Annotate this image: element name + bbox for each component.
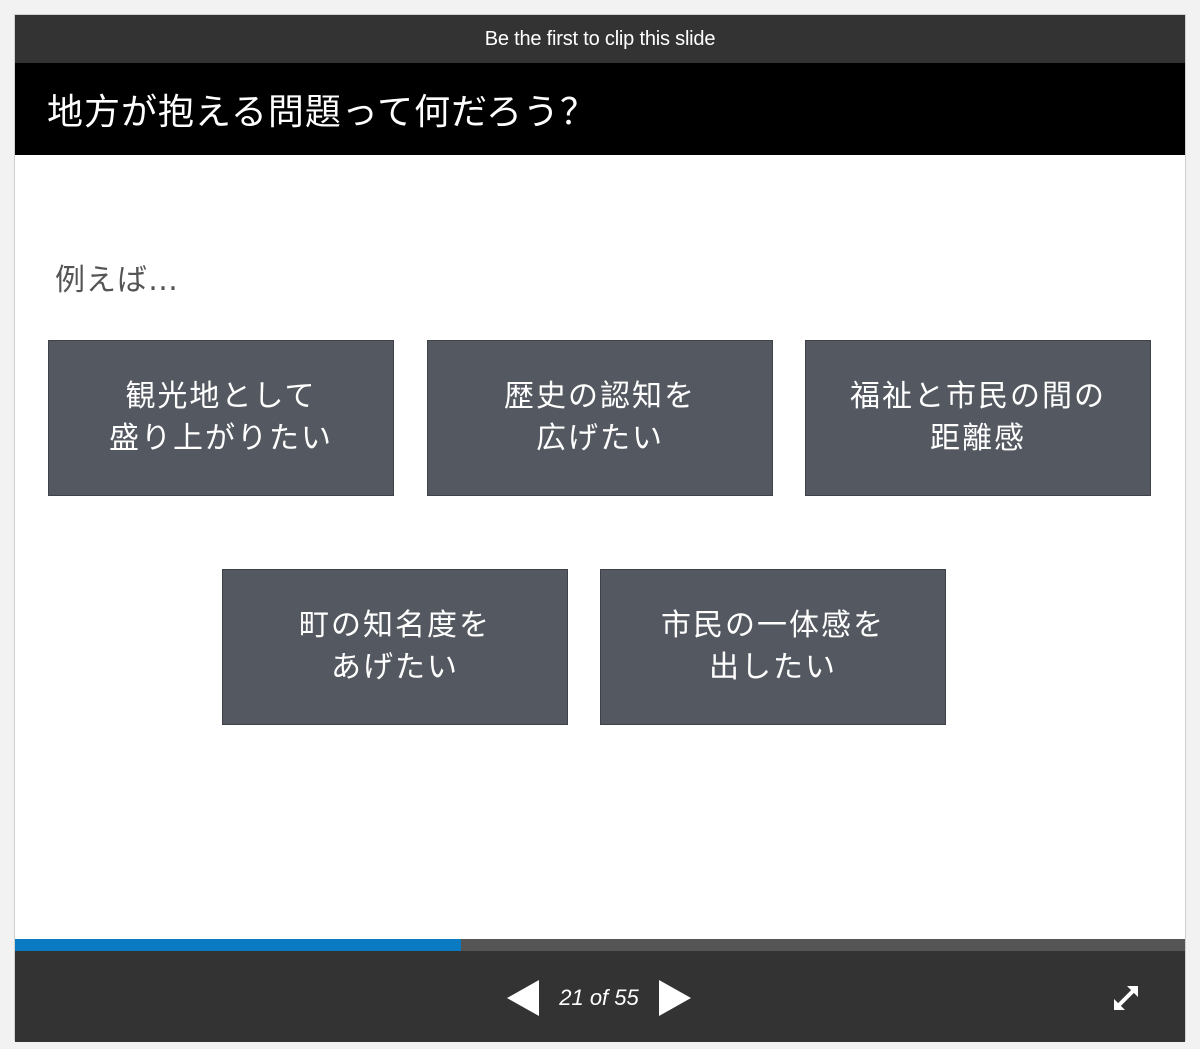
- page-indicator: 21 of 55: [559, 985, 639, 1010]
- card-line: 町の知名度を: [299, 608, 491, 643]
- clip-slide-link[interactable]: Be the first to clip this slide: [484, 27, 716, 50]
- problem-card-unity: 市民の一体感を 出したい: [600, 569, 946, 725]
- card-line: 距離感: [930, 421, 1026, 456]
- card-line: 出したい: [709, 650, 837, 685]
- slide-body: 例えば… 観光地として 盛り上がりたい 歴史の認知を 広げたい 福祉と市民の間の…: [15, 155, 1185, 939]
- card-line: 盛り上がりたい: [109, 421, 333, 456]
- card-line: 広げたい: [536, 421, 664, 456]
- card-line: あげたい: [331, 650, 459, 685]
- slide-title: 地方が抱える問題って何だろう？: [15, 63, 1185, 155]
- progress-fill: [15, 939, 461, 951]
- player-controls: 21 of 55: [15, 951, 1185, 1042]
- problem-card-history: 歴史の認知を 広げたい: [427, 340, 773, 496]
- clip-bar: Be the first to clip this slide: [15, 15, 1185, 63]
- example-label: 例えば…: [55, 263, 179, 298]
- progress-bar[interactable]: [15, 939, 1185, 951]
- card-line: 市民の一体感を: [661, 608, 885, 643]
- problem-card-recognition: 町の知名度を あげたい: [222, 569, 568, 725]
- card-line: 福祉と市民の間の: [850, 379, 1106, 414]
- problem-card-tourism: 観光地として 盛り上がりたい: [48, 340, 394, 496]
- expand-arrows-icon: [1114, 986, 1138, 1010]
- slide-viewer: Be the first to clip this slide 地方が抱える問題…: [14, 14, 1186, 1042]
- problem-card-welfare: 福祉と市民の間の 距離感: [805, 340, 1151, 496]
- fullscreen-button[interactable]: [1109, 981, 1143, 1015]
- prev-slide-button[interactable]: [505, 979, 541, 1017]
- card-line: 歴史の認知を: [504, 379, 696, 414]
- next-slide-button[interactable]: [657, 979, 693, 1017]
- card-line: 観光地として: [125, 379, 317, 414]
